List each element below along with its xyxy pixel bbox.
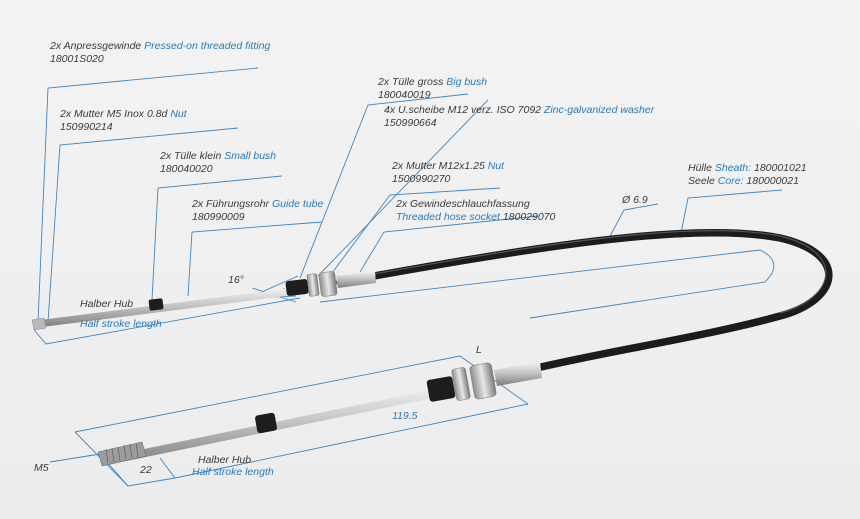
callout-tulle-gross-code: 180040019	[378, 89, 431, 101]
core-code: 180000021	[746, 175, 799, 187]
callout-gewinde-en: Threaded hose socket	[396, 211, 500, 223]
leader-anpress	[37, 67, 259, 323]
upper-nut-1	[306, 273, 320, 297]
callout-mutter-m12: 2x Mutter M12x1.25 Nut 1500990270	[392, 160, 504, 186]
callout-anpress-en: Pressed-on threaded fitting	[144, 40, 271, 52]
callout-mutter-m12-en: Nut	[487, 160, 505, 172]
core-de: Seele	[688, 175, 715, 187]
angle-label: 16°	[228, 274, 244, 286]
callout-sheath-core: Hülle Sheath: 180001021 Seele Core: 1800…	[688, 162, 807, 188]
callout-uscheibe-en: Zinc-galvanized washer	[543, 104, 655, 116]
callout-mutter-m5-de: 2x Mutter M5 Inox 0.8d	[60, 108, 168, 120]
callout-mutter-m5: 2x Mutter M5 Inox 0.8d Nut 150990214	[60, 108, 187, 134]
upper-hose-socket	[336, 271, 376, 288]
sheath-cable	[336, 228, 833, 376]
leader-tulle-klein	[151, 175, 283, 301]
callout-anpress-de: 2x Anpressgewinde	[50, 40, 142, 52]
upper-small-bush	[148, 298, 164, 311]
sheath-code: 180001021	[753, 162, 807, 174]
callout-tulle-klein-code: 180040020	[160, 163, 213, 175]
lower-big-bush	[426, 376, 456, 402]
lower-hose-socket	[494, 362, 542, 386]
lower-thread-marks	[105, 442, 139, 464]
callout-uscheibe-code: 150990664	[384, 117, 437, 129]
callout-tulle-gross-en: Big bush	[446, 76, 488, 88]
upper-guide-tube	[32, 287, 302, 328]
callout-fuhrung-en: Guide tube	[271, 198, 324, 210]
callout-tulle-gross-de: 2x Tülle gross	[378, 76, 444, 88]
upper-halber-hub: Halber Hub	[80, 298, 134, 310]
callout-tulle-gross: 2x Tülle gross Big bush 180040019	[378, 76, 487, 102]
sheath-en: Sheath:	[714, 162, 752, 174]
leader-fuhrung	[187, 221, 323, 297]
lower-threaded-rod	[97, 441, 147, 467]
lower-half-stroke: Half stroke length	[192, 466, 274, 478]
diameter-label: Ø 6.9	[622, 194, 648, 206]
leader-gewinde	[359, 215, 539, 273]
sheath-highlight	[339, 230, 827, 314]
upper-threaded-tip	[31, 317, 47, 331]
leader-tulle-gross	[299, 93, 469, 279]
callout-mutter-m5-code: 150990214	[60, 121, 113, 133]
callout-mutter-m5-en: Nut	[170, 108, 187, 120]
lower-nut-1	[451, 367, 471, 401]
callout-fuhrung-de: 2x Führungsrohr	[192, 198, 270, 210]
callout-mutter-m12-de: 2x Mutter M12x1.25	[392, 160, 485, 172]
core-en: Core:	[717, 175, 744, 187]
lower-guide-tube	[100, 384, 462, 466]
lower-nut-2	[469, 362, 497, 400]
callout-mutter-m12-code: 1500990270	[392, 173, 451, 185]
lower-halber-hub: Halber Hub	[198, 454, 252, 466]
callout-fuhrung: 2x Führungsrohr Guide tube 180990009	[192, 198, 323, 224]
callout-anpress-code: 18001S020	[50, 53, 104, 65]
upper-big-bush	[285, 279, 309, 296]
leader-sheath	[679, 189, 783, 239]
socket-length-label: 119.5	[392, 410, 418, 422]
thread-label: M5	[34, 462, 49, 474]
sheath-de: Hülle	[688, 162, 712, 174]
callout-gewinde-code: 180029070	[502, 211, 556, 223]
upper-half-stroke: Half stroke length	[80, 318, 162, 330]
upper-nut-2	[318, 271, 338, 297]
length-label: L	[476, 344, 482, 356]
lower-small-bush	[255, 412, 277, 434]
callout-uscheibe-de: 4x U.scheibe M12 verz. ISO 7092	[384, 104, 541, 116]
callout-fuhrung-code: 180990009	[192, 211, 245, 223]
callout-uscheibe: 4x U.scheibe M12 verz. ISO 7092 Zinc-gal…	[384, 104, 654, 130]
leader-uscheibe	[317, 99, 489, 277]
callout-tulle-klein-de: 2x Tülle klein	[160, 150, 222, 162]
callout-tulle-klein: 2x Tülle klein Small bush 180040020	[160, 150, 276, 176]
thread-length-label: 22	[140, 464, 152, 476]
leader-diameter	[607, 203, 659, 241]
dimension-lines	[33, 67, 783, 487]
callout-tulle-klein-en: Small bush	[224, 150, 277, 162]
callout-gewinde: 2x Gewindeschlauchfassung Threaded hose …	[396, 198, 555, 224]
callout-anpress: 2x Anpressgewinde Pressed-on threaded fi…	[50, 40, 270, 66]
leader-mutter-m5	[47, 127, 239, 323]
callout-gewinde-de: 2x Gewindeschlauchfassung	[396, 198, 530, 210]
leader-mutter-m12	[331, 187, 501, 274]
